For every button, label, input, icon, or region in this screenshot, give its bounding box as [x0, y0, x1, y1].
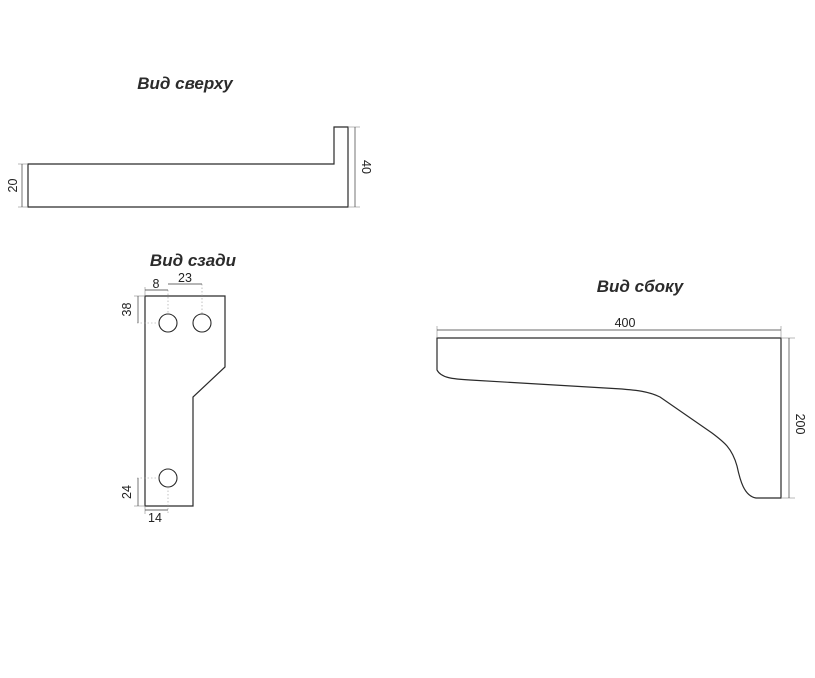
- back-view-outline: [144, 295, 226, 507]
- top-view-outline: [27, 126, 349, 208]
- dim-label-40: 40: [359, 160, 373, 174]
- dim-label-20: 20: [6, 179, 20, 193]
- back-view-dim-width-bottom: 14: [144, 506, 168, 525]
- dim-label-8: 8: [153, 277, 160, 291]
- back-view-dim-hole-top: 38: [120, 295, 145, 323]
- back-view: Вид сзади 8 23 38: [120, 251, 237, 525]
- top-view: Вид сверху 20 40: [6, 74, 373, 208]
- top-view-dim-thickness: 20: [6, 163, 28, 208]
- back-view-dim-hole-bottom: 24: [120, 478, 145, 507]
- dim-label-24: 24: [120, 485, 134, 499]
- dim-label-400: 400: [615, 316, 636, 330]
- dim-label-23: 23: [178, 271, 192, 285]
- side-view-dim-length: 400: [436, 316, 782, 338]
- side-view-title: Вид сбоку: [597, 277, 685, 296]
- top-view-dim-leg: 40: [348, 126, 373, 208]
- hole-top-right: [192, 313, 212, 333]
- back-view-dim-hole-x: 8: [144, 277, 168, 296]
- hole-top-left: [158, 313, 178, 333]
- dim-label-200: 200: [793, 414, 807, 435]
- back-view-dim-hole-spacing: 23: [168, 271, 202, 285]
- dim-label-38: 38: [120, 303, 134, 317]
- hole-bottom: [158, 468, 178, 488]
- side-view-outline: [436, 337, 782, 499]
- dim-label-14: 14: [148, 511, 162, 525]
- side-view-dim-height: 200: [781, 337, 807, 499]
- side-view: Вид сбоку 400 200: [436, 277, 807, 499]
- top-view-title: Вид сверху: [137, 74, 234, 93]
- back-view-title: Вид сзади: [150, 251, 237, 270]
